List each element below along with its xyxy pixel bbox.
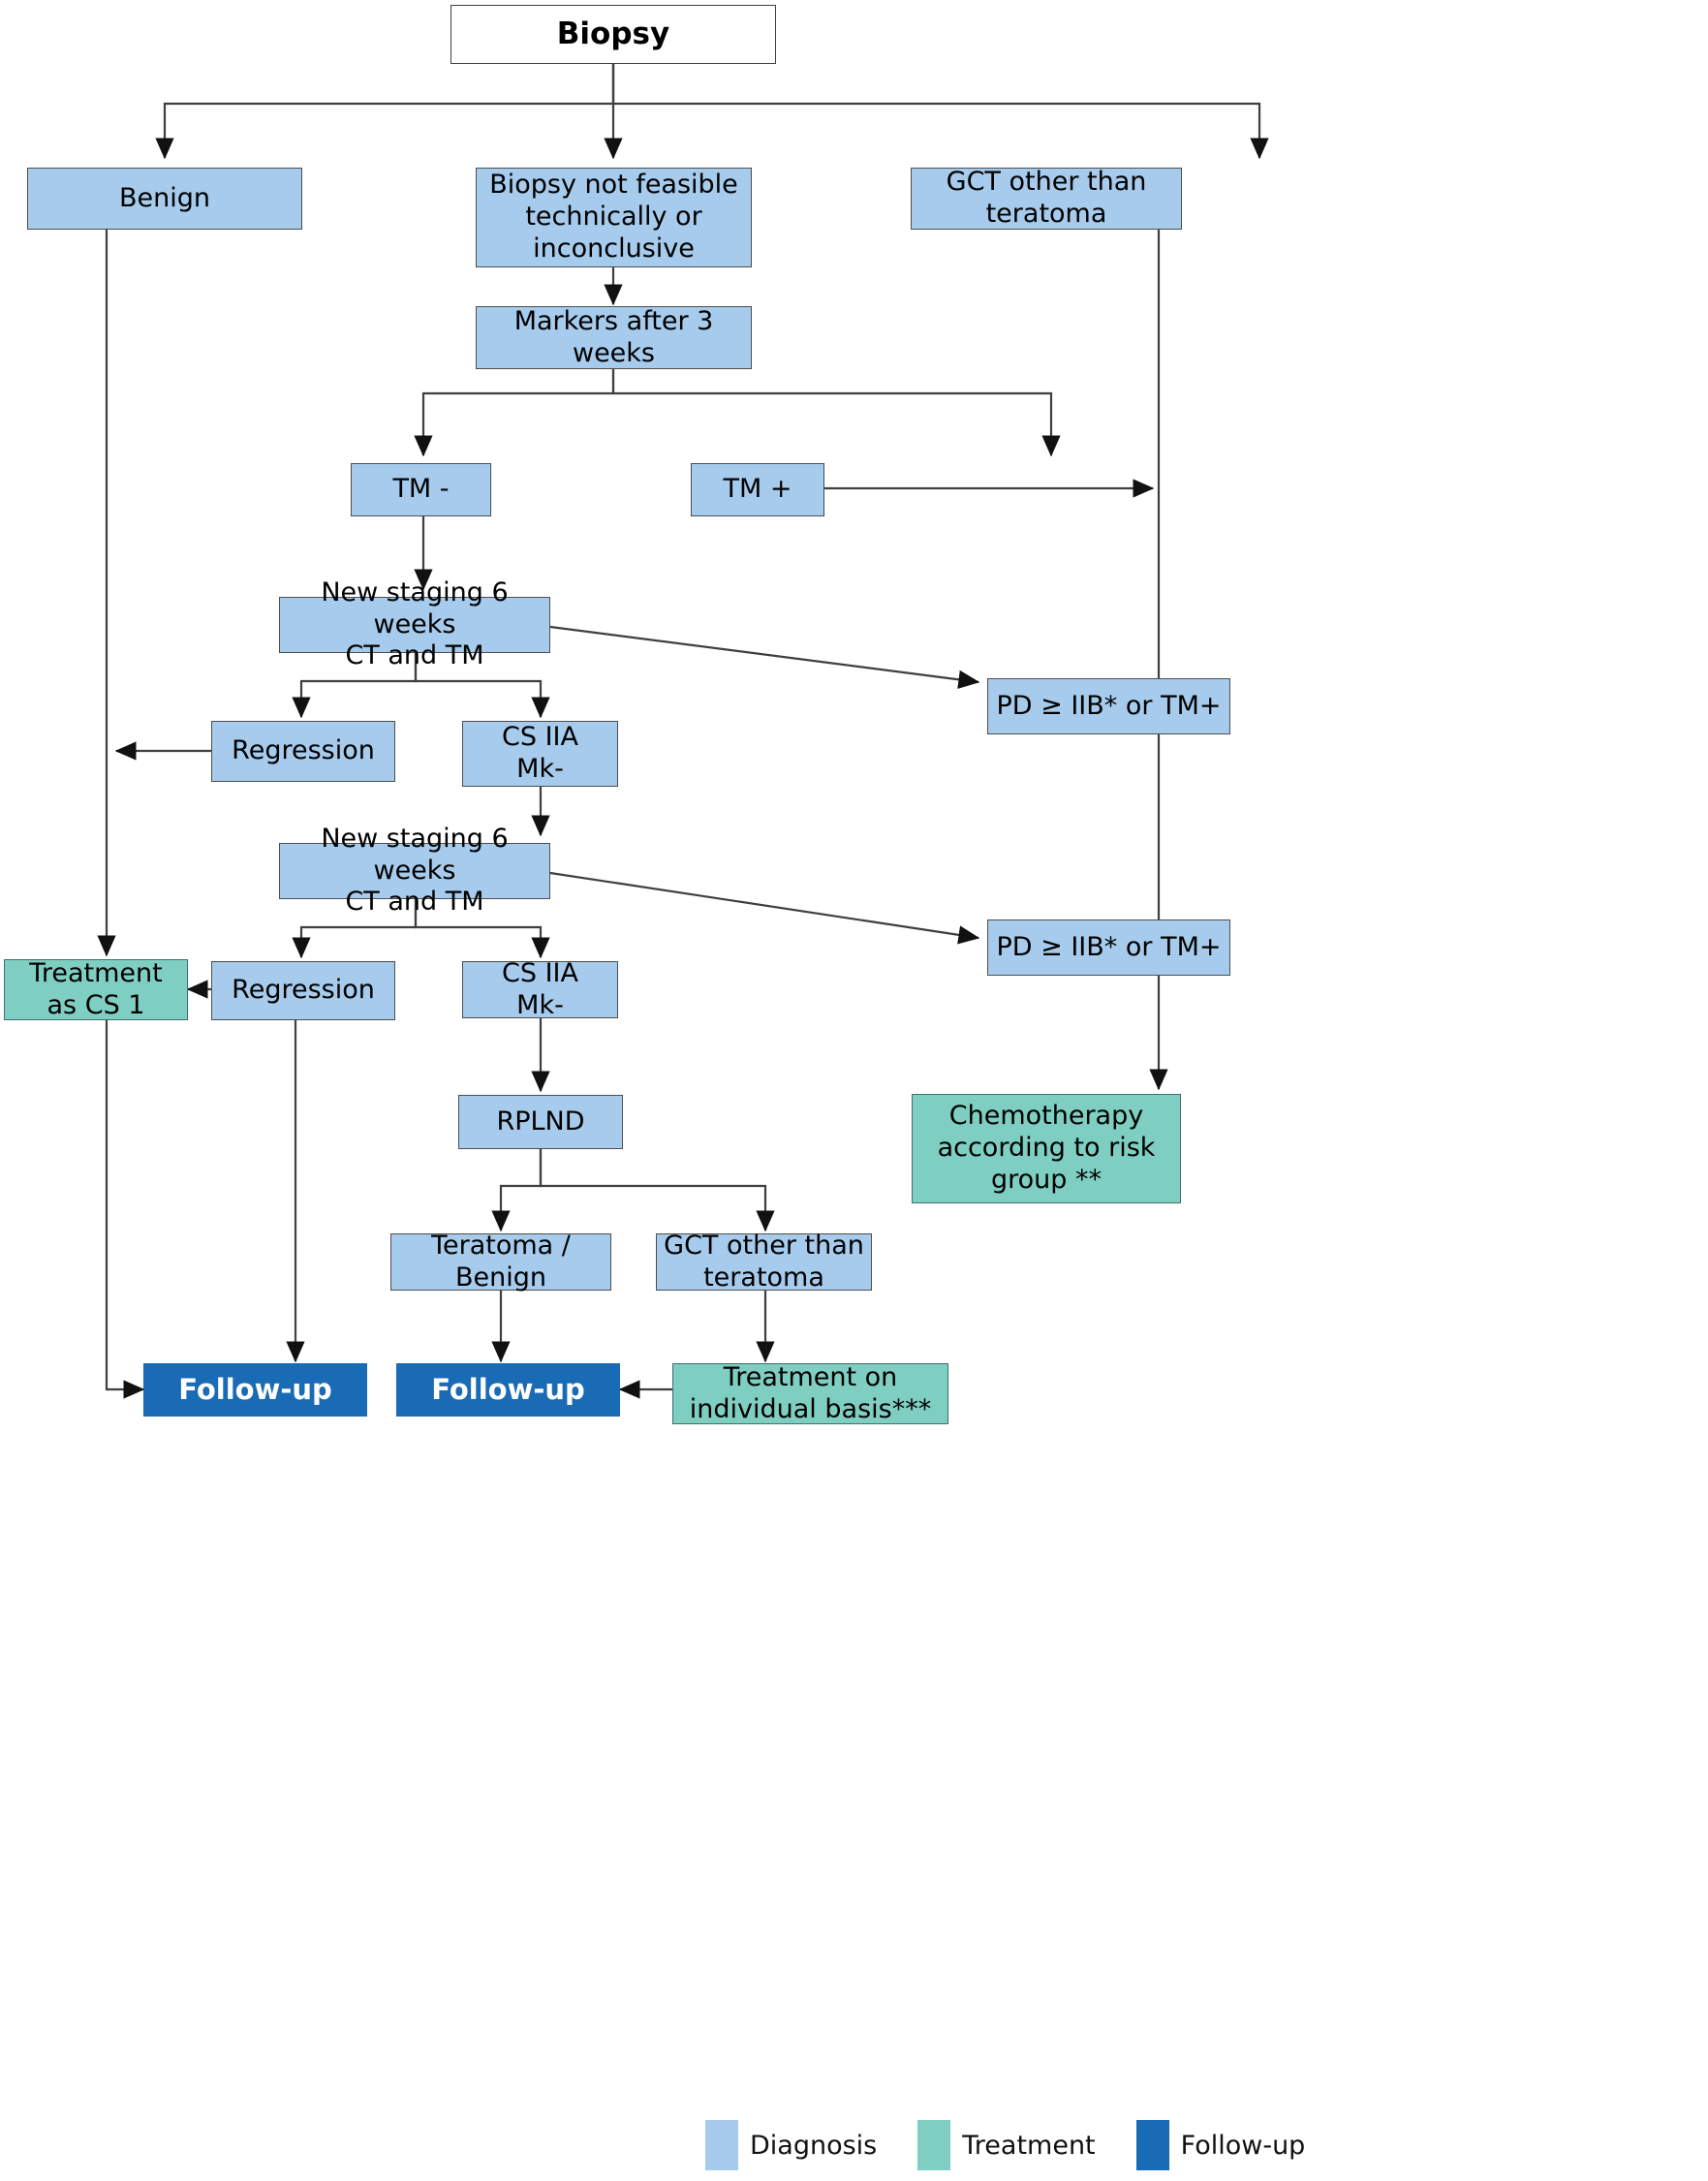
node-cs-iia-1-line-1: CS IIA <box>502 722 578 753</box>
node-treatment-individual-basis[interactable]: Treatment on individual basis*** <box>672 1361 948 1424</box>
node-new-staging-2[interactable]: New staging 6 weeks CT and TM <box>279 824 550 917</box>
node-regression-2-label: Regression <box>232 975 375 1006</box>
legend-swatch-treatment <box>917 2120 951 2170</box>
legend-label-diagnosis: Diagnosis <box>750 2130 878 2161</box>
node-chemo-line-3: group ** <box>991 1164 1102 1195</box>
legend-swatch-follow-up <box>1135 2120 1169 2170</box>
node-new-staging-1-line-2: CT and TM <box>345 640 484 671</box>
node-cs-iia-mk-minus-1[interactable]: CS IIA Mk- <box>462 721 618 787</box>
node-new-staging-2-line-2: CT and TM <box>345 887 484 918</box>
node-cs-iia-1-line-2: Mk- <box>516 754 564 784</box>
node-gct-other-than-teratoma-top[interactable]: GCT other than teratoma <box>911 167 1182 230</box>
node-teratoma-benign[interactable]: Teratoma / Benign <box>390 1230 611 1293</box>
node-regression-1[interactable]: Regression <box>211 721 395 782</box>
node-tm-minus[interactable]: TM - <box>351 463 491 516</box>
node-cs-iia-2-line-1: CS IIA <box>502 957 578 988</box>
node-tm-minus-label: TM - <box>392 474 450 505</box>
node-biopsy-not-feasible[interactable]: Biopsy not feasible technically or incon… <box>476 168 752 267</box>
node-regression-2[interactable]: Regression <box>211 961 395 1020</box>
node-cs-iia-2-line-2: Mk- <box>516 989 564 1020</box>
node-gct-other-bottom-line-2: teratoma <box>703 1262 824 1293</box>
legend-item-treatment: Treatment <box>917 2120 1096 2170</box>
node-treatment-cs1-line-2: as CS 1 <box>47 989 145 1020</box>
node-markers-after-3-weeks[interactable]: Markers after 3 weeks <box>476 306 752 369</box>
node-gct-other-than-teratoma-bottom[interactable]: GCT other than teratoma <box>656 1230 872 1293</box>
node-pd-2-label: PD ≥ IIB* or TM+ <box>996 931 1222 962</box>
node-follow-up-2[interactable]: Follow-up <box>396 1363 620 1417</box>
node-rplnd[interactable]: RPLND <box>458 1095 623 1149</box>
node-benign-label: Benign <box>119 182 210 213</box>
node-follow-up-1-label: Follow-up <box>178 1372 332 1406</box>
node-new-staging-1-line-1: New staging 6 weeks <box>321 576 509 639</box>
node-gct-other-bottom-line-1: GCT other than <box>664 1230 864 1261</box>
node-biopsy[interactable]: Biopsy <box>450 5 776 64</box>
node-biopsy-label: Biopsy <box>556 16 670 51</box>
legend-swatch-diagnosis <box>705 2120 738 2170</box>
node-chemotherapy-risk-group[interactable]: Chemotherapy according to risk group ** <box>912 1094 1181 1203</box>
node-pd-iib-tm-plus-2[interactable]: PD ≥ IIB* or TM+ <box>987 919 1230 976</box>
node-follow-up-2-label: Follow-up <box>431 1372 585 1406</box>
node-treatment-as-cs-1[interactable]: Treatment as CS 1 <box>4 957 188 1020</box>
legend-item-diagnosis: Diagnosis <box>705 2120 877 2170</box>
node-markers-line-1: Markers after 3 <box>513 305 714 336</box>
node-cs-iia-mk-minus-2[interactable]: CS IIA Mk- <box>462 957 618 1020</box>
node-benign[interactable]: Benign <box>27 168 302 230</box>
node-regression-1-label: Regression <box>232 735 375 766</box>
node-tm-plus[interactable]: TM + <box>691 463 824 516</box>
node-follow-up-1[interactable]: Follow-up <box>143 1363 367 1417</box>
node-biopsy-not-feasible-line-3: inconclusive <box>533 233 695 264</box>
node-gct-other-top-line-2: teratoma <box>985 199 1107 229</box>
node-biopsy-not-feasible-line-2: technically or <box>525 202 702 233</box>
node-individual-line-1: Treatment on <box>723 1361 898 1392</box>
node-rplnd-label: RPLND <box>496 1106 585 1137</box>
node-new-staging-2-line-1: New staging 6 weeks <box>321 823 509 886</box>
node-teratoma-line-2: Benign <box>455 1262 546 1293</box>
legend: Diagnosis Treatment Follow-up <box>705 2120 1305 2170</box>
legend-label-follow-up: Follow-up <box>1180 2130 1306 2161</box>
legend-label-treatment: Treatment <box>962 2130 1096 2161</box>
node-new-staging-1[interactable]: New staging 6 weeks CT and TM <box>279 577 550 670</box>
node-treatment-cs1-line-1: Treatment <box>29 957 163 988</box>
node-chemo-line-2: according to risk <box>937 1133 1156 1164</box>
node-markers-line-2: weeks <box>572 337 655 368</box>
node-tm-plus-label: TM + <box>723 474 792 505</box>
node-individual-line-2: individual basis*** <box>689 1393 932 1424</box>
node-gct-other-top-line-1: GCT other than <box>946 167 1147 198</box>
node-pd-iib-tm-plus-1[interactable]: PD ≥ IIB* or TM+ <box>987 678 1230 734</box>
node-pd-1-label: PD ≥ IIB* or TM+ <box>996 690 1222 721</box>
legend-item-follow-up: Follow-up <box>1135 2120 1306 2170</box>
node-chemo-line-1: Chemotherapy <box>948 1101 1144 1132</box>
node-biopsy-not-feasible-line-1: Biopsy not feasible <box>489 170 738 201</box>
node-teratoma-line-1: Teratoma / <box>431 1230 571 1261</box>
